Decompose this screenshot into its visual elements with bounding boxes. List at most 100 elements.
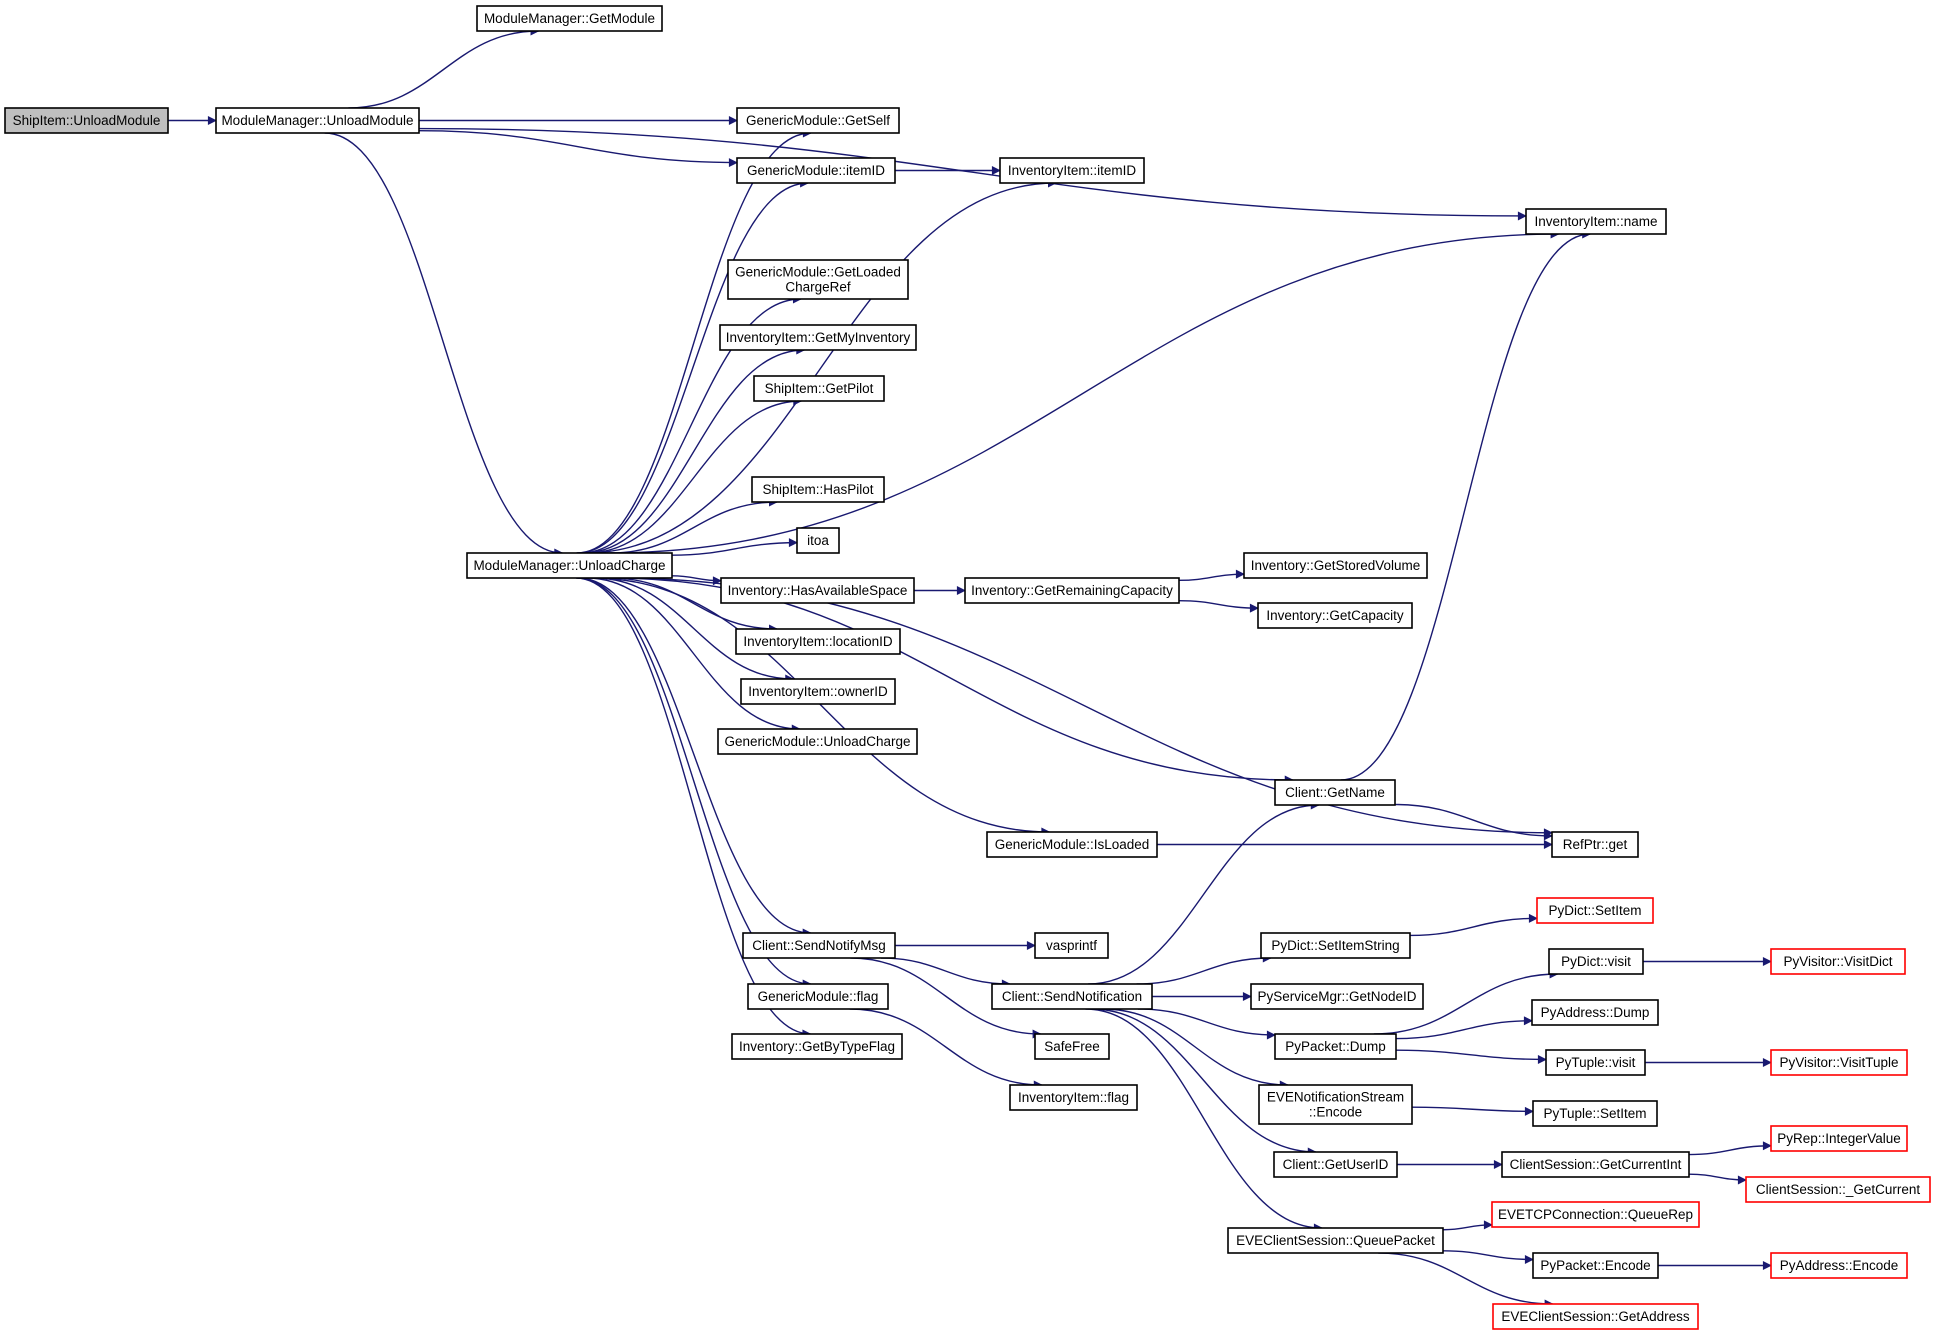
node-pydict_setitem[interactable]: PyDict::SetItem	[1536, 897, 1654, 924]
node-label: PyPacket::Dump	[1285, 1039, 1386, 1054]
node-genericmodule_itemid[interactable]: GenericModule::itemID	[736, 157, 896, 184]
node-pyvisitor_visittuple[interactable]: PyVisitor::VisitTuple	[1770, 1049, 1908, 1076]
node-label: Inventory::HasAvailableSpace	[728, 583, 908, 598]
node-genericmodule_isloaded[interactable]: GenericModule::IsLoaded	[986, 831, 1158, 858]
edge-client_sendnotifymsg-to-safefree	[850, 957, 1042, 1039]
node-inventory_getcapacity[interactable]: Inventory::GetCapacity	[1257, 602, 1413, 629]
node-vasprintf[interactable]: vasprintf	[1034, 932, 1109, 959]
node-label: PyDict::SetItem	[1548, 903, 1641, 918]
node-evenotificationstream_encode[interactable]: EVENotificationStream::Encode	[1258, 1084, 1413, 1125]
node-label: EVEClientSession::QueuePacket	[1236, 1233, 1435, 1248]
node-label: ShipItem::GetPilot	[765, 381, 874, 396]
node-label: ChargeRef	[785, 280, 851, 295]
node-pyrep_integervalue[interactable]: PyRep::IntegerValue	[1770, 1125, 1908, 1152]
edge-layer	[168, 26, 1772, 1309]
node-label: ShipItem::HasPilot	[762, 482, 873, 497]
node-box	[1009, 1084, 1138, 1111]
node-label: InventoryItem::locationID	[743, 634, 893, 649]
node-box	[720, 577, 915, 604]
node-client_sendnotification[interactable]: Client::SendNotification	[991, 983, 1153, 1010]
node-pytuple_visit[interactable]: PyTuple::visit	[1545, 1049, 1646, 1076]
edge-client_sendnotification-to-eveclientsession_queuepacket	[1085, 1008, 1323, 1233]
edge-modulemanager_unloadcharge-to-genericmodule_itemid	[577, 178, 810, 554]
edge-client_sendnotifymsg-to-client_sendnotification	[881, 957, 1011, 989]
node-genericmodule_flag[interactable]: GenericModule::flag	[747, 983, 889, 1010]
node-pyvisitor_visitdict[interactable]: PyVisitor::VisitDict	[1770, 948, 1906, 975]
node-pypacket_encode[interactable]: PyPacket::Encode	[1532, 1252, 1659, 1279]
node-shipitem_unloadmodule[interactable]: ShipItem::UnloadModule	[4, 107, 169, 134]
node-label: InventoryItem::ownerID	[748, 684, 888, 699]
node-box	[999, 157, 1145, 184]
edge-modulemanager_unloadcharge-to-shipitem_haspilot	[610, 497, 779, 554]
node-client_getname[interactable]: Client::GetName	[1274, 779, 1396, 806]
node-label: PyAddress::Encode	[1780, 1258, 1899, 1273]
node-clientsession_getcurrentint[interactable]: ClientSession::GetCurrentInt	[1501, 1151, 1690, 1178]
node-label: GenericModule::itemID	[747, 163, 885, 178]
node-genericmodule_unloadcharge[interactable]: GenericModule::UnloadCharge	[717, 728, 918, 755]
node-clientsession_getcurrent[interactable]: ClientSession::_GetCurrent	[1745, 1176, 1931, 1203]
node-label: Inventory::GetStoredVolume	[1251, 558, 1421, 573]
node-label: GenericModule::GetLoaded	[735, 265, 901, 280]
edge-eveclientsession_queuepacket-to-evetcpconnection_queuerep	[1442, 1220, 1493, 1231]
node-pydict_setitemstring[interactable]: PyDict::SetItemString	[1260, 932, 1411, 959]
node-box	[1770, 1049, 1908, 1076]
node-modulemanager_unloadmodule[interactable]: ModuleManager::UnloadModule	[215, 107, 420, 134]
node-refptr_get[interactable]: RefPtr::get	[1551, 831, 1639, 858]
node-eveclientsession_queuepacket[interactable]: EVEClientSession::QueuePacket	[1227, 1227, 1444, 1254]
node-inventory_hasavailablespace[interactable]: Inventory::HasAvailableSpace	[720, 577, 915, 604]
node-pytuple_setitem[interactable]: PyTuple::SetItem	[1532, 1100, 1658, 1127]
node-box	[736, 107, 900, 134]
node-pydict_visit[interactable]: PyDict::visit	[1548, 948, 1644, 975]
node-label: GenericModule::UnloadCharge	[724, 734, 910, 749]
node-shipitem_getpilot[interactable]: ShipItem::GetPilot	[753, 375, 885, 402]
node-label: PyVisitor::VisitTuple	[1779, 1055, 1898, 1070]
edge-modulemanager_unloadmodule-to-inventoryitem_name	[418, 127, 1527, 221]
node-label: itoa	[807, 533, 829, 548]
node-inventoryitem_flag[interactable]: InventoryItem::flag	[1009, 1084, 1138, 1111]
node-client_sendnotifymsg[interactable]: Client::SendNotifyMsg	[742, 932, 896, 959]
node-box	[742, 932, 896, 959]
node-pyservicemgr_getnodeid[interactable]: PyServiceMgr::GetNodeID	[1250, 983, 1424, 1010]
node-evetcpconnection_queuerep[interactable]: EVETCPConnection::QueueRep	[1491, 1201, 1700, 1228]
node-inventoryitem_itemid[interactable]: InventoryItem::itemID	[999, 157, 1145, 184]
edge-clientsession_getcurrentint-to-pyrep_integervalue	[1688, 1141, 1772, 1156]
node-inventoryitem_ownerid[interactable]: InventoryItem::ownerID	[740, 678, 896, 705]
node-inventoryitem_name[interactable]: InventoryItem::name	[1525, 208, 1667, 235]
node-label: EVETCPConnection::QueueRep	[1498, 1207, 1693, 1222]
node-box	[1531, 999, 1659, 1026]
node-modulemanager_unloadcharge[interactable]: ModuleManager::UnloadCharge	[466, 552, 673, 579]
node-client_getuserid[interactable]: Client::GetUserID	[1273, 1151, 1398, 1178]
node-box	[1770, 1252, 1908, 1279]
node-pypacket_dump[interactable]: PyPacket::Dump	[1274, 1033, 1397, 1060]
node-box	[1250, 983, 1424, 1010]
edge-evenotificationstream_encode-to-pytuple_setitem	[1411, 1106, 1534, 1116]
edge-genericmodule_flag-to-inventoryitem_flag	[849, 1008, 1043, 1090]
edge-pypacket_dump-to-pytuple_visit	[1395, 1049, 1547, 1064]
edge-client_sendnotification-to-client_getuserid	[1091, 1008, 1317, 1157]
edge-modulemanager_unloadmodule-to-genericmodule_itemid	[418, 129, 738, 168]
node-genericmodule_getself[interactable]: GenericModule::GetSelf	[736, 107, 900, 134]
node-shipitem_haspilot[interactable]: ShipItem::HasPilot	[751, 476, 885, 503]
edge-pydict_setitemstring-to-pydict_setitem	[1409, 913, 1538, 937]
node-pyaddress_dump[interactable]: PyAddress::Dump	[1531, 999, 1659, 1026]
node-safefree[interactable]: SafeFree	[1034, 1033, 1110, 1060]
node-label: ClientSession::GetCurrentInt	[1510, 1157, 1682, 1172]
node-inventory_getstoredvolume[interactable]: Inventory::GetStoredVolume	[1243, 552, 1428, 579]
edge-inventory_getremainingcapacity-to-inventory_getcapacity	[1178, 599, 1259, 613]
node-modulemanager_getmodule[interactable]: ModuleManager::GetModule	[476, 5, 663, 32]
node-inventory_getbytypeflag[interactable]: Inventory::GetByTypeFlag	[731, 1033, 903, 1060]
node-label: GenericModule::IsLoaded	[995, 837, 1150, 852]
node-box	[1770, 1125, 1908, 1152]
node-box	[1536, 897, 1654, 924]
edge-modulemanager_unloadcharge-to-genericmodule_flag	[576, 577, 812, 989]
node-box	[1551, 831, 1639, 858]
node-inventoryitem_getmyinventory[interactable]: InventoryItem::GetMyInventory	[719, 324, 917, 351]
node-label: PyDict::visit	[1561, 954, 1631, 969]
node-inventoryitem_locationid[interactable]: InventoryItem::locationID	[735, 628, 901, 655]
node-inventory_getremainingcapacity[interactable]: Inventory::GetRemainingCapacity	[964, 577, 1180, 604]
node-itoa[interactable]: itoa	[796, 527, 840, 554]
node-pyaddress_encode[interactable]: PyAddress::Encode	[1770, 1252, 1908, 1279]
node-eveclientsession_getaddress[interactable]: EVEClientSession::GetAddress	[1492, 1303, 1699, 1330]
